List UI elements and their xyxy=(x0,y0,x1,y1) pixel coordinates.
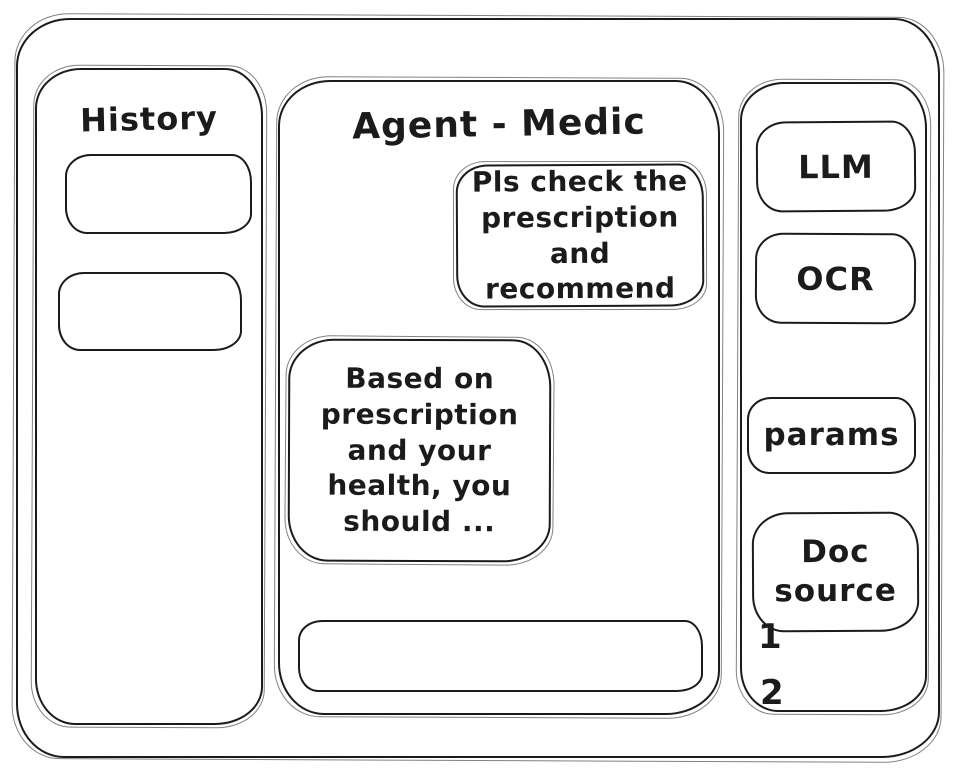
app-window: History Agent - Medic Pls check the pres… xyxy=(16,18,940,758)
message-input-bar xyxy=(298,620,703,692)
doc-source-item-2[interactable]: 2 xyxy=(760,673,784,713)
ocr-button[interactable]: OCR xyxy=(754,232,917,325)
doc-source-button[interactable]: Doc source xyxy=(751,511,920,633)
params-button[interactable]: params xyxy=(747,397,916,474)
history-title: History xyxy=(79,98,219,140)
chat-title: Agent - Medic xyxy=(351,101,647,148)
history-item[interactable] xyxy=(58,272,242,351)
history-panel: History xyxy=(35,68,263,725)
user-message-bubble: Pls check the prescription and recommend xyxy=(455,163,705,308)
llm-button[interactable]: LLM xyxy=(755,120,917,213)
doc-source-item-1[interactable]: 1 xyxy=(758,617,782,657)
user-message-text: Pls check the prescription and recommend xyxy=(471,164,688,306)
tools-panel: LLM OCR params Doc source 1 2 xyxy=(740,82,927,712)
assistant-message-text: Based on prescription and your health, y… xyxy=(320,361,519,539)
chat-panel: Agent - Medic Pls check the prescription… xyxy=(278,80,720,715)
message-input[interactable] xyxy=(314,626,687,686)
assistant-message-bubble: Based on prescription and your health, y… xyxy=(287,338,552,563)
history-item[interactable] xyxy=(65,154,252,234)
